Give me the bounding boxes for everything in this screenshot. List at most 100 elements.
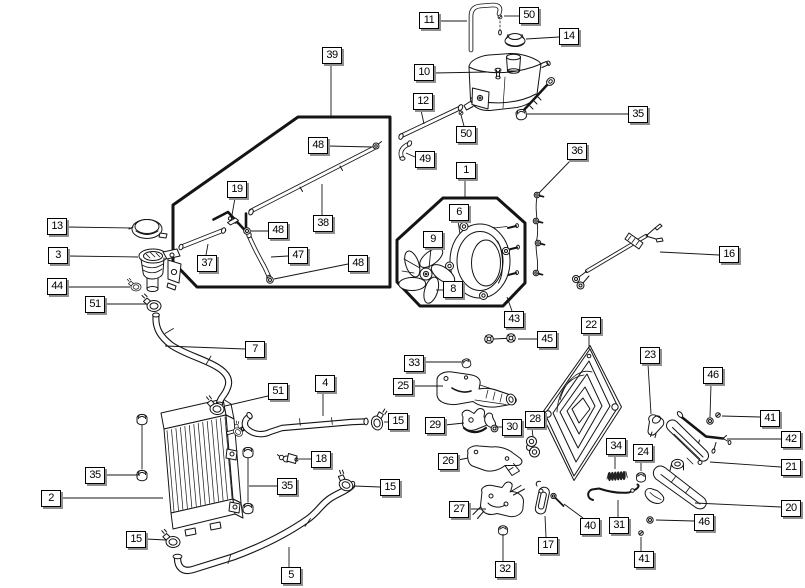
- hook-30: [484, 412, 499, 433]
- callout-30: 30: [502, 419, 522, 436]
- hose-7: [152, 312, 233, 407]
- callout-29: 29: [425, 417, 445, 434]
- screw-50-bottom: [458, 110, 464, 116]
- callout-41: 41: [760, 410, 780, 427]
- callout-47: 47: [288, 247, 308, 264]
- callout-18: 18: [311, 451, 331, 468]
- screw-41-lower: [638, 530, 644, 536]
- spring-34: [606, 470, 628, 482]
- callout-16: 16: [719, 246, 739, 263]
- grille-22: [541, 345, 622, 481]
- callout-3: 3: [48, 247, 68, 264]
- bolt-35-top: [514, 77, 555, 122]
- callout-49: 49: [415, 151, 435, 168]
- hose-47: [246, 231, 272, 282]
- callout-15: 15: [380, 479, 400, 496]
- callout-36: 36: [567, 143, 587, 160]
- callout-15: 15: [388, 413, 408, 430]
- callout-14: 14: [559, 28, 579, 45]
- callout-1: 1: [456, 162, 476, 179]
- washer-46-lower: [646, 516, 654, 524]
- clamp-15-lower: [160, 528, 182, 549]
- tube-37: [178, 210, 248, 251]
- callout-32: 32: [495, 561, 515, 578]
- callout-33: 33: [404, 355, 424, 372]
- hose-4: [241, 411, 369, 438]
- callout-21: 21: [781, 459, 801, 476]
- callout-43: 43: [504, 311, 524, 328]
- callout-37: 37: [197, 255, 217, 272]
- mount-nuts-35-right: [242, 446, 254, 515]
- nut-32: [498, 525, 508, 536]
- clip-28: [526, 436, 540, 458]
- callout-12: 12: [413, 93, 433, 110]
- callout-17: 17: [538, 537, 558, 554]
- callout-24: 24: [633, 444, 653, 461]
- callout-34: 34: [606, 438, 626, 455]
- callout-42: 42: [781, 431, 801, 448]
- thermostat-housing-25: [436, 371, 517, 408]
- callout-51: 51: [85, 296, 105, 313]
- callout-26: 26: [438, 453, 458, 470]
- callout-46: 46: [703, 367, 723, 384]
- callout-13: 13: [47, 218, 67, 235]
- reservoir-tank-10: [463, 52, 551, 112]
- clamp-15-hose5: [332, 468, 358, 494]
- callout-11: 11: [419, 12, 439, 29]
- callout-31: 31: [609, 517, 629, 534]
- callout-48: 48: [308, 137, 328, 154]
- clip-48-mid: [243, 227, 251, 235]
- callout-50: 50: [519, 7, 539, 24]
- clip-48-top: [372, 141, 382, 150]
- wire-harness-16: [572, 223, 664, 290]
- callout-39: 39: [322, 47, 342, 64]
- callout-35: 35: [85, 467, 105, 484]
- callout-46: 46: [694, 514, 714, 531]
- callout-40: 40: [580, 518, 600, 535]
- callout-48: 48: [348, 255, 368, 272]
- clip-48-bottom: [266, 276, 274, 284]
- lever-17: [534, 480, 550, 515]
- callout-41: 41: [634, 551, 654, 568]
- callout-8: 8: [443, 281, 463, 298]
- callout-27: 27: [449, 501, 469, 518]
- pin-40: [550, 492, 565, 507]
- nut-33: [460, 357, 473, 370]
- latch-21: [666, 419, 710, 471]
- callout-35: 35: [628, 106, 648, 123]
- bumper-23: [647, 414, 665, 438]
- clamp-44: [127, 277, 142, 292]
- filler-neck-3: [138, 248, 182, 292]
- callout-9: 9: [423, 231, 443, 248]
- junction-19: [227, 216, 239, 226]
- fan-9: [398, 247, 456, 304]
- bracket-26: [467, 445, 523, 476]
- handle-20: [644, 465, 707, 510]
- callout-48: 48: [268, 222, 288, 239]
- callout-50: 50: [456, 126, 476, 143]
- hose-5: [172, 480, 356, 575]
- callout-45: 45: [537, 331, 557, 348]
- callout-2: 2: [41, 490, 61, 507]
- callout-38: 38: [313, 215, 333, 232]
- nut-24: [636, 472, 646, 483]
- tube-38: [248, 145, 377, 216]
- rod-31: [587, 483, 640, 501]
- bolt-pair-45: [484, 333, 516, 344]
- tube-12: [398, 104, 464, 140]
- bolt-chain-36: [531, 189, 546, 279]
- screw-50-top: [497, 14, 503, 36]
- mount-nuts-35-left: [136, 413, 148, 482]
- sensor-18: [276, 453, 299, 464]
- elbow-49: [398, 140, 413, 161]
- bracket-27: [472, 481, 525, 519]
- bracket-29: [461, 408, 489, 434]
- callout-20: 20: [781, 500, 801, 517]
- clamp-51-upper: [141, 293, 162, 312]
- callout-25: 25: [393, 378, 413, 395]
- radiator-2: [160, 398, 245, 537]
- callout-22: 22: [581, 317, 601, 334]
- callout-35: 35: [277, 478, 297, 495]
